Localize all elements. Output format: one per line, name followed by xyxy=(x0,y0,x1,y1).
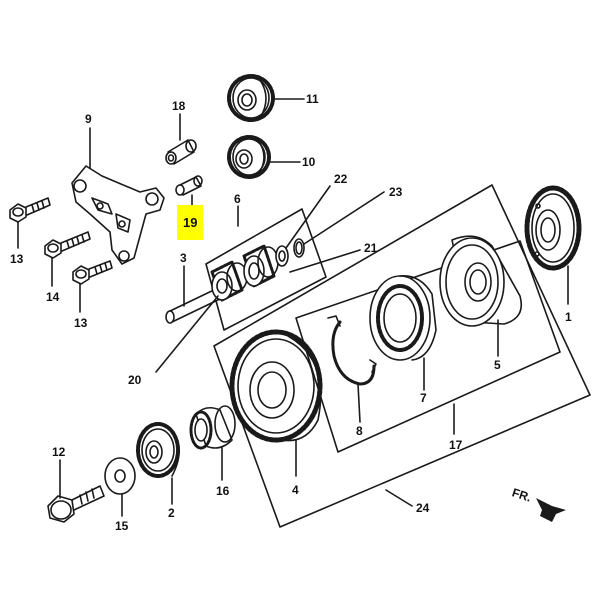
part-2-gear xyxy=(136,422,180,478)
label-part-17: 17 xyxy=(449,438,463,452)
label-part-10: 10 xyxy=(302,155,316,169)
part-1-sprocket xyxy=(524,185,582,271)
part-13-bolt-lower xyxy=(72,260,113,285)
label-part-6: 6 xyxy=(234,192,241,206)
part-9-bracket xyxy=(71,165,165,265)
label-part-7: 7 xyxy=(420,391,427,405)
label-part-13-upper: 13 xyxy=(10,252,24,266)
label-part-22: 22 xyxy=(334,172,348,186)
part-23-o-ring xyxy=(293,238,305,258)
part-20-small-gear xyxy=(210,260,248,302)
label-part-9: 9 xyxy=(85,112,92,126)
part-5-clutch-outer xyxy=(439,235,523,327)
part-18-sleeve xyxy=(165,139,197,165)
part-8-snap-ring xyxy=(327,315,377,386)
label-part-4: 4 xyxy=(292,483,299,497)
assembly-box-6 xyxy=(205,208,327,331)
label-part-13-lower: 13 xyxy=(74,316,88,330)
label-part-11: 11 xyxy=(306,92,319,106)
part-19-collar xyxy=(175,175,203,196)
label-part-18: 18 xyxy=(172,99,186,113)
label-part-21: 21 xyxy=(364,241,378,255)
part-13-bolt-upper xyxy=(9,197,51,223)
label-part-16: 16 xyxy=(216,484,230,498)
label-part-1: 1 xyxy=(565,310,572,324)
label-part-3: 3 xyxy=(180,251,187,265)
part-16-needle-bearing xyxy=(189,405,236,450)
part-22-washer xyxy=(275,245,289,267)
part-6-gear xyxy=(242,244,279,288)
part-12-bolt xyxy=(47,485,105,523)
label-part-14: 14 xyxy=(46,290,60,304)
part-4-large-gear xyxy=(229,329,323,443)
part-15-washer xyxy=(104,457,136,495)
label-part-5: 5 xyxy=(494,358,501,372)
part-14-bolt xyxy=(44,231,91,259)
label-part-12: 12 xyxy=(52,445,66,459)
label-part-2: 2 xyxy=(168,506,175,520)
label-part-8: 8 xyxy=(356,424,363,438)
direction-arrow xyxy=(536,498,566,522)
label-part-23: 23 xyxy=(389,185,403,199)
part-10-gear xyxy=(227,135,271,179)
assembly-box-17 xyxy=(295,240,561,453)
assembly-box-24 xyxy=(213,184,591,528)
part-7-roller-cage xyxy=(369,275,437,361)
label-part-19-highlighted: 19 xyxy=(177,205,204,240)
label-part-24: 24 xyxy=(416,501,430,515)
part-11-gear xyxy=(227,74,275,122)
label-part-15: 15 xyxy=(115,519,129,533)
label-part-20: 20 xyxy=(128,373,142,387)
